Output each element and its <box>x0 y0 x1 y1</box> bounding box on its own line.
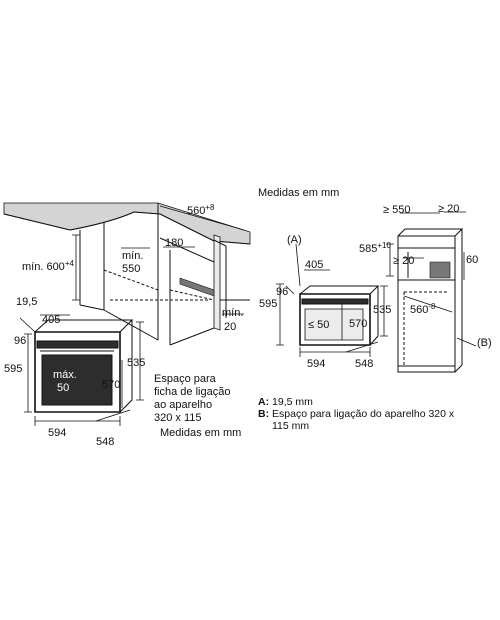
back-gap-label: 180 <box>165 237 183 249</box>
depth-label: 548 <box>96 436 114 448</box>
right-dimension-lines <box>276 211 477 357</box>
svg-text:560-8: 560-8 <box>410 302 436 316</box>
bottom-gap-line1: mín. <box>222 307 243 319</box>
marker-b: (B) <box>477 337 492 349</box>
legend: A: 19,5 mm B: Espaço para ligação do apa… <box>258 396 494 432</box>
left-units-label: Medidas em mm <box>160 427 241 439</box>
niche-height-label: 585 <box>359 243 377 255</box>
r-niche-width-label: 560 <box>410 304 428 316</box>
front-offset-label: 19,5 <box>16 296 37 308</box>
marker-a: (A) <box>287 234 302 246</box>
body-height-label: 535 <box>127 357 145 369</box>
r-depth-label: 548 <box>355 358 373 370</box>
door-height-label: 570 <box>102 379 120 391</box>
caption-line1: Espaço para <box>154 373 217 385</box>
max-label-line1: máx. <box>53 369 77 381</box>
oven-control-panel-left <box>36 340 119 349</box>
right-labels: Medidas em mm (A) (B) 405 96 595 ≤ 50 57… <box>258 187 492 370</box>
right-units-label: Medidas em mm <box>258 187 339 199</box>
r-max-gap-label: ≤ 50 <box>308 319 329 331</box>
total-height-label: 595 <box>4 363 22 375</box>
r-door-height-label: 570 <box>349 318 367 330</box>
caption-line3: ao aparelho <box>154 399 212 411</box>
svg-text:mín. 600+4: mín. 600+4 <box>22 259 74 273</box>
right-diagram <box>299 228 464 373</box>
r-top-depth-label: 405 <box>305 259 323 271</box>
oven-door-glass-right <box>304 308 364 341</box>
niche-depth-line2: 550 <box>122 263 140 275</box>
svg-text:560+8: 560+8 <box>187 203 215 217</box>
vent-label: 60 <box>466 254 478 266</box>
top-depth-label: 405 <box>42 314 60 326</box>
caption-line4: 320 x 115 <box>154 412 202 424</box>
r-total-height-label: 595 <box>259 298 277 310</box>
col-depth-label: ≥ 550 <box>383 204 410 216</box>
left-dimension-lines <box>19 205 245 426</box>
cable-slot <box>179 277 215 297</box>
r-width-label: 594 <box>307 358 325 370</box>
column-vent-grille <box>429 261 451 279</box>
oven-door-glass-left <box>41 354 113 406</box>
legend-b: B: Espaço para ligação do aparelho 320 x <box>258 408 455 420</box>
side-gap-label: ≥ 20 <box>393 255 414 267</box>
niche-width-label: 560 <box>187 205 205 217</box>
panel-top-label: 96 <box>14 335 26 347</box>
caption-line2: ficha de ligação <box>154 386 230 398</box>
r-body-height-label: 535 <box>373 304 391 316</box>
max-label-line2: 50 <box>57 382 69 394</box>
bottom-gap-line2: 20 <box>224 321 236 333</box>
left-labels: 560+8 mín. 600+4 mín. 550 180 mín. 20 19… <box>4 203 243 448</box>
svg-text:585+10: 585+10 <box>359 241 391 255</box>
legend-b-cont: 115 mm <box>272 420 310 432</box>
width-label: 594 <box>48 427 66 439</box>
cabinet-side-wall <box>213 234 221 331</box>
niche-depth-line1: mín. <box>122 250 143 262</box>
col-top-gap-label: ≥ 20 <box>438 203 459 215</box>
oven-control-panel-right <box>301 298 369 305</box>
r-panel-top-label: 96 <box>276 286 288 298</box>
legend-a: A: 19,5 mm <box>258 396 313 408</box>
left-diagram <box>3 202 251 413</box>
niche-min-height-label: mín. 600 <box>22 261 65 273</box>
